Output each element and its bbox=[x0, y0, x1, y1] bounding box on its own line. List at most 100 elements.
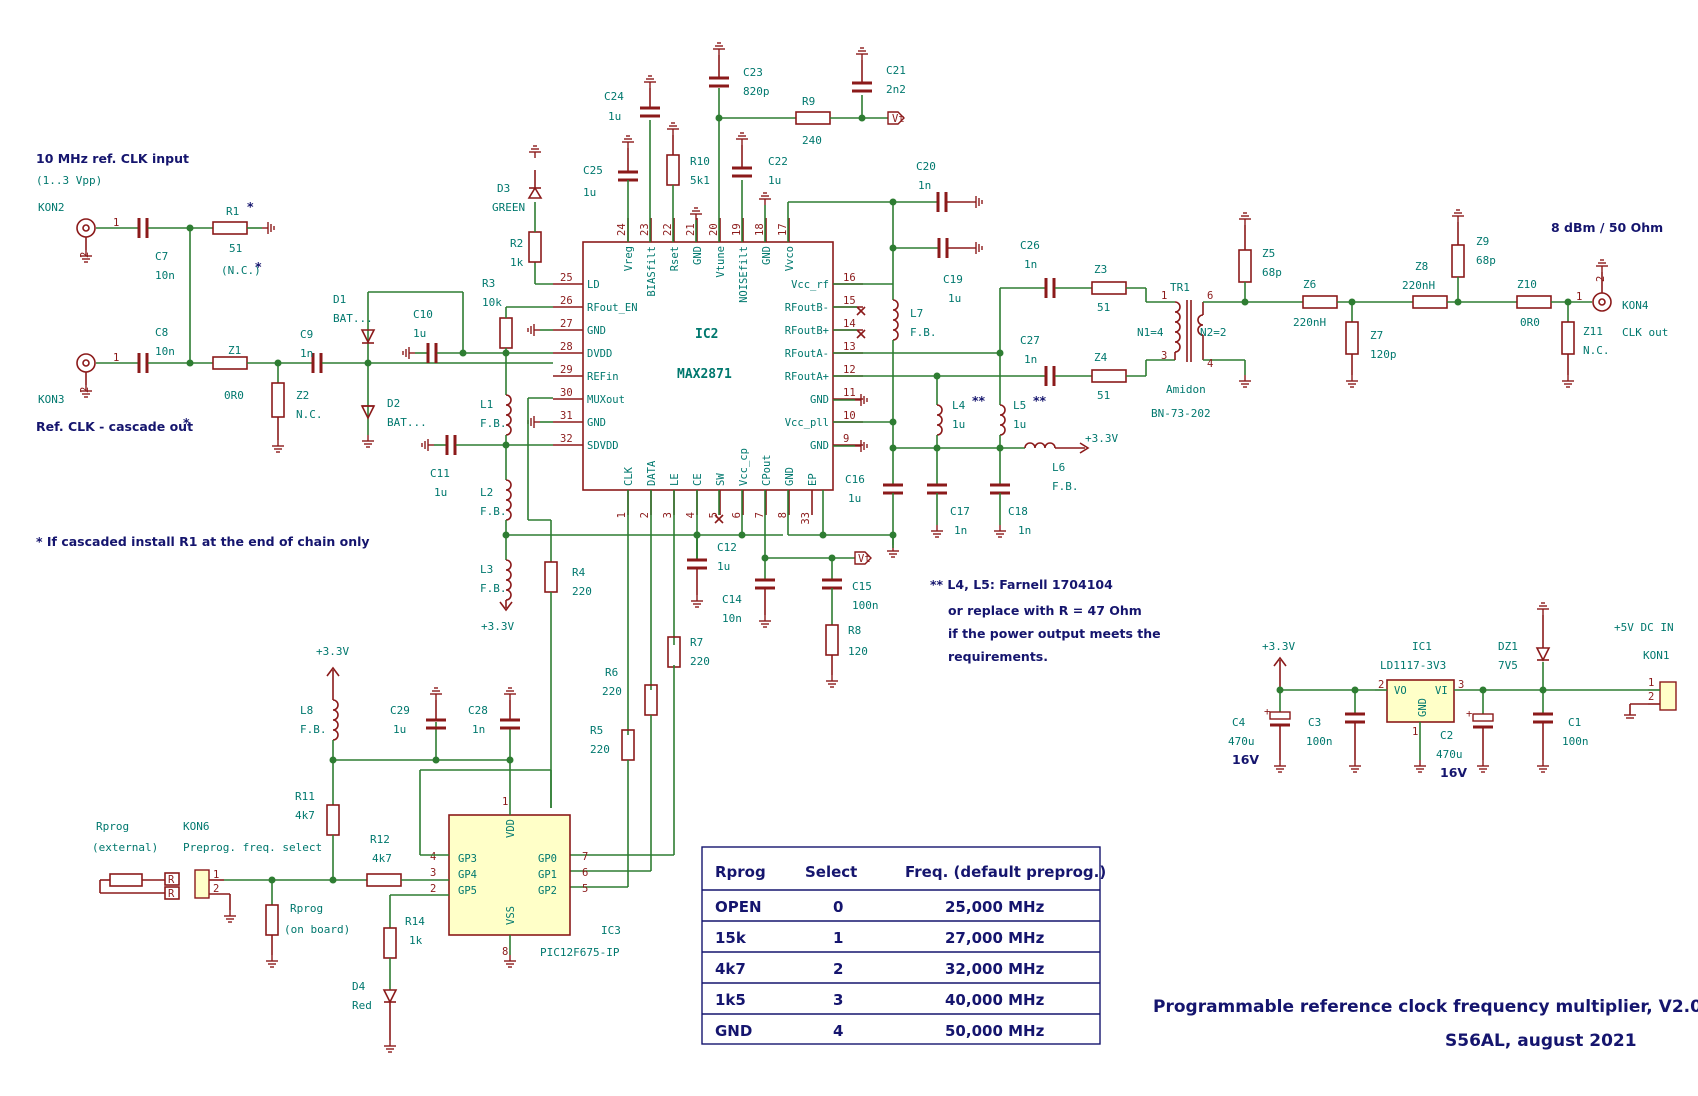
tr1-pin4: 4 bbox=[1207, 358, 1213, 370]
ic3-pinnum-6: 6 bbox=[582, 867, 588, 879]
label-z10: Z10 bbox=[1517, 278, 1537, 291]
value-r8: 120 bbox=[848, 645, 868, 658]
ic3-pinnum-5: 5 bbox=[582, 883, 588, 895]
value-c9: 1n bbox=[300, 347, 313, 360]
vt-label-bottom: Vt bbox=[858, 553, 871, 565]
note-l4l5-3: if the power output meets the bbox=[948, 626, 1161, 641]
label-c3: C3 bbox=[1308, 716, 1321, 729]
value-c7: 10n bbox=[155, 269, 175, 282]
title-line-2: S56AL, august 2021 bbox=[1445, 1031, 1637, 1051]
label-z8: Z8 bbox=[1415, 260, 1428, 273]
label-z2: Z2 bbox=[296, 389, 309, 402]
note-amidon: Amidon bbox=[1166, 383, 1206, 396]
note-amidon-core: BN-73-202 bbox=[1151, 407, 1211, 420]
label-ic3: IC3 bbox=[601, 924, 621, 937]
label-kon4: KON4 bbox=[1622, 299, 1649, 312]
label-r12: R12 bbox=[370, 833, 390, 846]
label-c23: C23 bbox=[743, 66, 763, 79]
value-ic3: PIC12F675-IP bbox=[540, 946, 620, 959]
ic2-pin-name: Vcc_pll bbox=[785, 417, 829, 429]
label-c26: C26 bbox=[1020, 239, 1040, 252]
ic2-pin-num: 12 bbox=[843, 364, 856, 376]
value-c14: 10n bbox=[722, 612, 742, 625]
value-l1: F.B. bbox=[480, 417, 507, 430]
ic2-bottom-components: Vt bbox=[621, 490, 897, 761]
ic3-vss: VSS bbox=[505, 906, 517, 925]
ic2-pin-num: 22 bbox=[662, 223, 674, 236]
value-r1: 51 bbox=[229, 242, 242, 255]
label-c8: C8 bbox=[155, 326, 168, 339]
ic2-pin-num: 1 bbox=[616, 512, 628, 518]
label-r2: R2 bbox=[510, 237, 523, 250]
label-z3: Z3 bbox=[1094, 263, 1107, 276]
value-c28: 1n bbox=[472, 723, 485, 736]
ic2-pin-num: 21 bbox=[685, 223, 697, 236]
kon3-pin1: 1 bbox=[113, 352, 119, 364]
table-header: Rprog bbox=[715, 863, 766, 881]
ic2-pin-name: EP bbox=[807, 473, 819, 486]
value-z8: 220nH bbox=[1402, 279, 1435, 292]
tr1-n2: N2=2 bbox=[1200, 326, 1227, 339]
ic2-pin-num: 31 bbox=[560, 410, 573, 422]
ic2-pin-name: GND bbox=[810, 394, 829, 406]
value-c29: 1u bbox=[393, 723, 406, 736]
ic2-pin-name: GND bbox=[692, 246, 704, 265]
label-z6: Z6 bbox=[1303, 278, 1316, 291]
ic2-pin-name: Vvco bbox=[784, 246, 796, 271]
value-r9: 240 bbox=[802, 134, 822, 147]
label-c19: C19 bbox=[943, 273, 963, 286]
table-cell: GND bbox=[715, 1022, 752, 1040]
tr1-n1: N1=4 bbox=[1137, 326, 1164, 339]
label-l4: L4 bbox=[952, 399, 966, 412]
label-c20: C20 bbox=[916, 160, 936, 173]
label-c24: C24 bbox=[604, 90, 624, 103]
table-cell: 15k bbox=[715, 929, 747, 947]
value-c12: 1u bbox=[717, 560, 730, 573]
table-cell: 27,000 MHz bbox=[945, 929, 1045, 947]
label-r9: R9 bbox=[802, 95, 815, 108]
kon4-pin2: 2 bbox=[1595, 276, 1607, 282]
ic2-pin-name: RFoutB+ bbox=[785, 325, 829, 337]
note-rprog-board: Rprog bbox=[290, 902, 323, 915]
label-c12: C12 bbox=[717, 541, 737, 554]
label-r6: R6 bbox=[605, 666, 618, 679]
kon3-pin2: 2 bbox=[79, 387, 91, 393]
ic3-pinnum-8: 8 bbox=[502, 946, 508, 958]
ic2-left-pins: 25LD26RFout_EN27GND28DVDD29REFin30MUXout… bbox=[553, 272, 638, 452]
label-d4: D4 bbox=[352, 980, 366, 993]
kon1-pin1: 1 bbox=[1648, 677, 1654, 689]
value-ic1: LD1117-3V3 bbox=[1380, 659, 1446, 672]
ic2-pin-num: 9 bbox=[843, 433, 849, 445]
ic2-pin-num: 30 bbox=[560, 387, 573, 399]
note-rprog-board2: (on board) bbox=[284, 923, 350, 936]
label-l1: L1 bbox=[480, 398, 493, 411]
ic3-pin-gp4: GP4 bbox=[458, 869, 477, 881]
label-z4: Z4 bbox=[1094, 351, 1108, 364]
value-l8: F.B. bbox=[300, 723, 327, 736]
ic2-pin-num: 5 bbox=[708, 512, 720, 518]
table-header: Freq. (default preprog.) bbox=[905, 863, 1106, 881]
output-filter bbox=[1174, 209, 1612, 388]
ic2-pin-name: CPout bbox=[761, 454, 773, 486]
ic3-pinnum-2: 2 bbox=[430, 883, 436, 895]
ic2-pin-name: Vcc_rf bbox=[791, 279, 829, 291]
value-c3: 100n bbox=[1306, 735, 1333, 748]
ic2-pin-num: 2 bbox=[639, 512, 651, 518]
value-r3: 10k bbox=[482, 296, 502, 309]
label-c9: C9 bbox=[300, 328, 313, 341]
table-cell: 4k7 bbox=[715, 960, 746, 978]
note-kon6: Preprog. freq. select bbox=[183, 841, 322, 854]
label-c10: C10 bbox=[413, 308, 433, 321]
ic3-vdd: VDD bbox=[505, 819, 517, 838]
value-c27: 1n bbox=[1024, 353, 1037, 366]
value-c24: 1u bbox=[608, 110, 621, 123]
input-section bbox=[76, 218, 553, 453]
note-clk-out: CLK out bbox=[1622, 326, 1668, 339]
ic2-pin-name: REFin bbox=[587, 371, 619, 383]
ic2-pin-num: 19 bbox=[731, 223, 743, 236]
ic2-pin-num: 18 bbox=[754, 223, 766, 236]
ic2-pin-name: CE bbox=[692, 473, 704, 486]
label-l3: L3 bbox=[480, 563, 493, 576]
kon6-r-top: R bbox=[168, 874, 175, 886]
value-r11: 4k7 bbox=[295, 809, 315, 822]
